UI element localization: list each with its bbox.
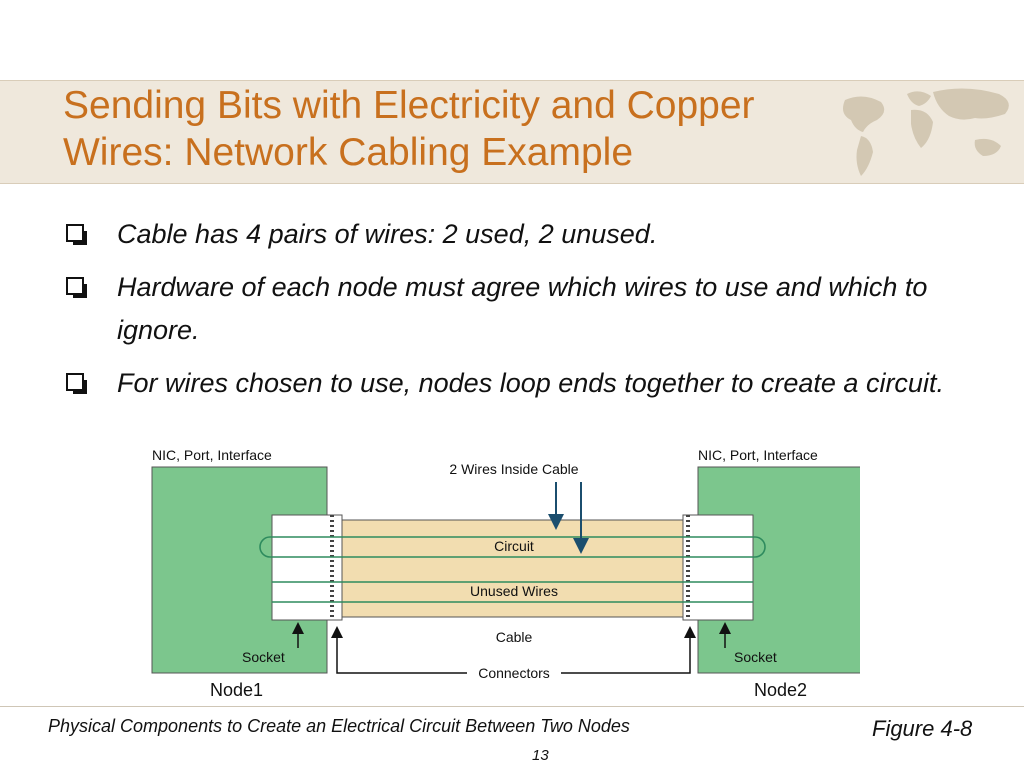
- bullet-text: Cable has 4 pairs of wires: 2 used, 2 un…: [117, 219, 658, 249]
- bullet-text: Hardware of each node must agree which w…: [117, 272, 928, 345]
- figure-number: Figure 4-8: [872, 716, 973, 741]
- bullet-item: Cable has 4 pairs of wires: 2 used, 2 un…: [62, 213, 962, 256]
- left-node-header: NIC, Port, Interface: [152, 447, 272, 463]
- right-socket-label: Socket: [734, 649, 777, 665]
- right-connector: [682, 514, 754, 621]
- checkbox-icon: [66, 224, 84, 242]
- title-line-1: Sending Bits with Electricity and Copper: [63, 84, 755, 127]
- node1-label: Node1: [210, 680, 263, 700]
- left-socket-label: Socket: [242, 649, 285, 665]
- unused-wires-label: Unused Wires: [470, 583, 558, 599]
- circuit-loop: [259, 536, 766, 558]
- left-connector-bracket: [331, 626, 467, 674]
- caption-divider: [0, 706, 1024, 707]
- right-node-header: NIC, Port, Interface: [698, 447, 818, 463]
- page-number: 13: [532, 747, 549, 764]
- node2-label: Node2: [754, 680, 807, 700]
- title-line-2: Wires: Network Cabling Example: [63, 131, 634, 174]
- figure-caption: Physical Components to Create an Electri…: [48, 716, 630, 736]
- checkbox-icon: [66, 277, 84, 295]
- connectors-label: Connectors: [478, 665, 550, 681]
- slide-title: Sending Bits with Electricity and Copper…: [63, 82, 963, 176]
- bullet-item: Hardware of each node must agree which w…: [62, 266, 962, 352]
- bullet-item: For wires chosen to use, nodes loop ends…: [62, 362, 962, 405]
- checkbox-icon: [66, 373, 84, 391]
- cable-label: Cable: [496, 629, 533, 645]
- cabling-diagram: NIC, Port, Interface NIC, Port, Interfac…: [151, 447, 860, 700]
- circuit-label: Circuit: [494, 538, 534, 554]
- cable-body: [341, 519, 684, 618]
- right-connector-bracket: [561, 626, 696, 674]
- world-map-decoration: [843, 88, 1009, 176]
- bullet-text: For wires chosen to use, nodes loop ends…: [117, 368, 944, 398]
- bullet-list: Cable has 4 pairs of wires: 2 used, 2 un…: [62, 213, 962, 415]
- wires-label: 2 Wires Inside Cable: [449, 461, 578, 477]
